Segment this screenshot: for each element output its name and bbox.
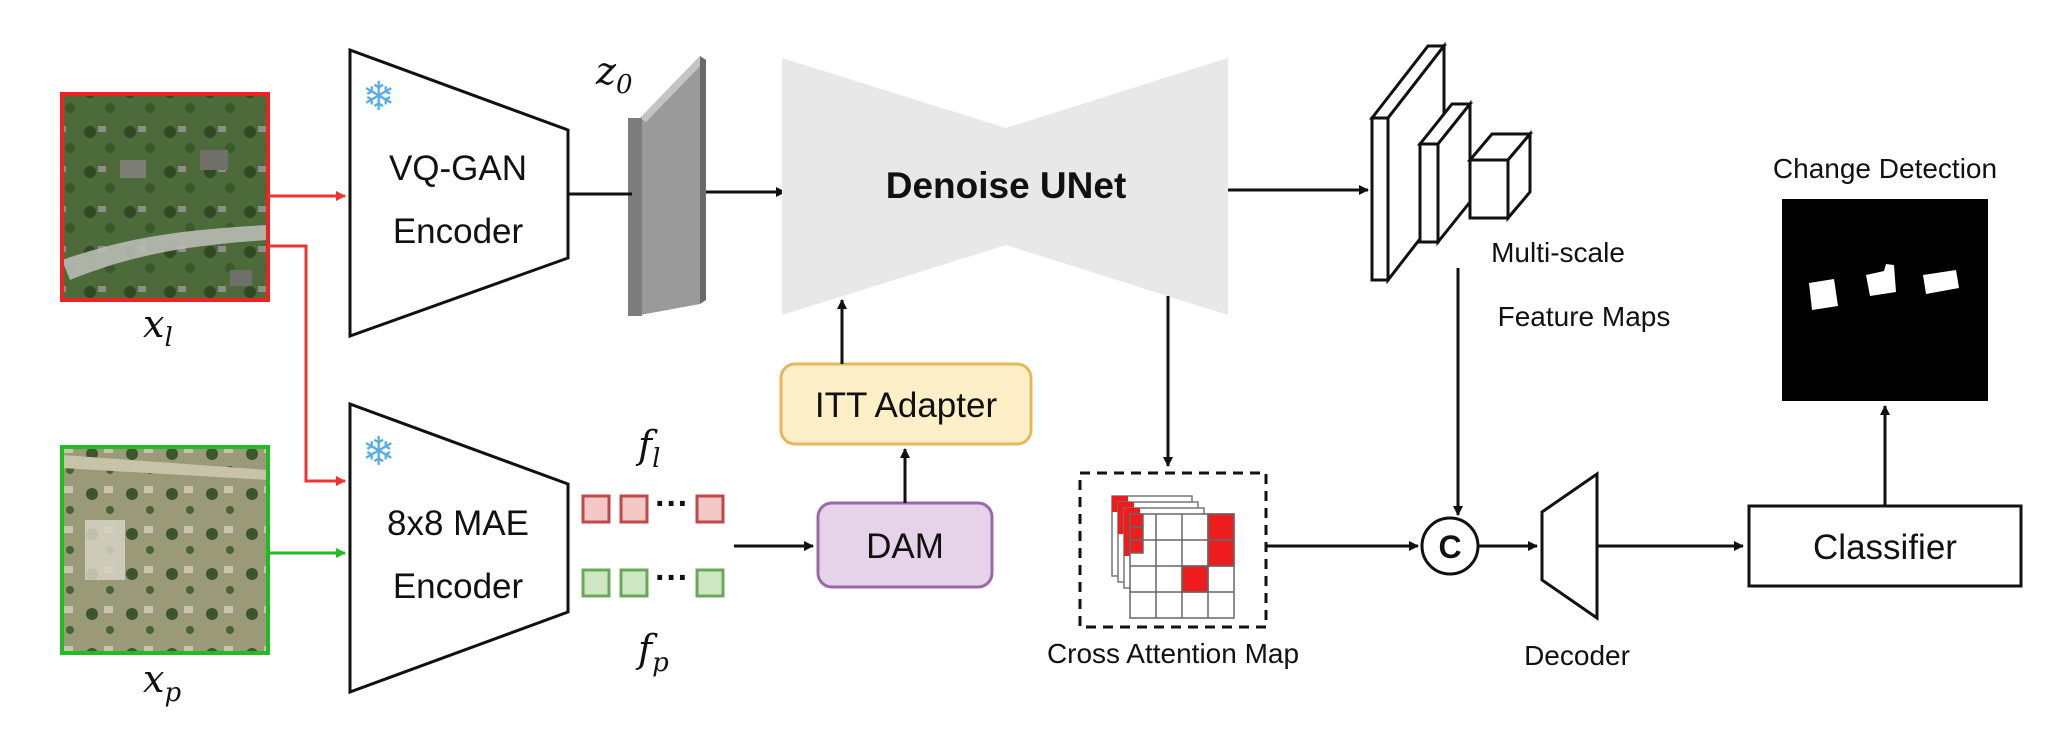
vqgan-label-line1: VQ-GAN xyxy=(389,149,527,188)
itt-adapter-box xyxy=(779,362,1033,446)
multiscale-label-line2: Feature Maps xyxy=(1498,301,1671,332)
concat-label: C xyxy=(1438,529,1461,565)
decoder-label: Decoder xyxy=(1524,640,1630,671)
change-detection-label: Change Detection xyxy=(1773,153,1997,184)
cross-attention-label: Cross Attention Map xyxy=(1047,638,1299,669)
itt-adapter-label: ITT Adapter xyxy=(815,386,998,425)
image-xl xyxy=(60,92,270,302)
image-xp-label: xp xyxy=(143,657,181,708)
unet-label: Denoise UNet xyxy=(886,165,1127,206)
latent-z0 xyxy=(628,56,706,316)
classifier-box xyxy=(1747,504,2023,588)
fp-label: fp xyxy=(635,627,669,678)
fl-label: fl xyxy=(635,423,660,474)
mae-label-line2: Encoder xyxy=(393,567,524,606)
vqgan-encoder xyxy=(348,47,570,339)
fp-dots: ··· xyxy=(655,559,689,597)
denoise-unet xyxy=(782,58,1228,315)
classifier-label: Classifier xyxy=(1813,528,1957,567)
mae-label-line1: 8x8 MAE xyxy=(387,504,529,543)
image-xp xyxy=(60,445,270,655)
dam-label: DAM xyxy=(866,527,944,566)
cross-attention-grids xyxy=(1111,495,1235,619)
fp-tokens xyxy=(581,568,725,598)
decoder xyxy=(1540,471,1599,621)
fl-tokens xyxy=(581,494,725,524)
mae-encoder xyxy=(348,401,570,695)
multiscale-feature-maps xyxy=(1368,41,1534,285)
latent-z0-label: z0 xyxy=(595,49,633,100)
cross-attention-box xyxy=(1078,471,1268,629)
image-xl-label: xl xyxy=(143,302,173,353)
snowflake-icon: ❄ xyxy=(362,75,396,119)
snowflake-icon-mae: ❄ xyxy=(362,430,396,474)
change-detection-map xyxy=(1782,199,1988,401)
vqgan-label-line2: Encoder xyxy=(393,212,524,251)
fl-dots: ··· xyxy=(655,485,689,523)
multiscale-label-line1: Multi-scale xyxy=(1491,237,1625,268)
arrow-xl-to-mae xyxy=(268,244,346,486)
